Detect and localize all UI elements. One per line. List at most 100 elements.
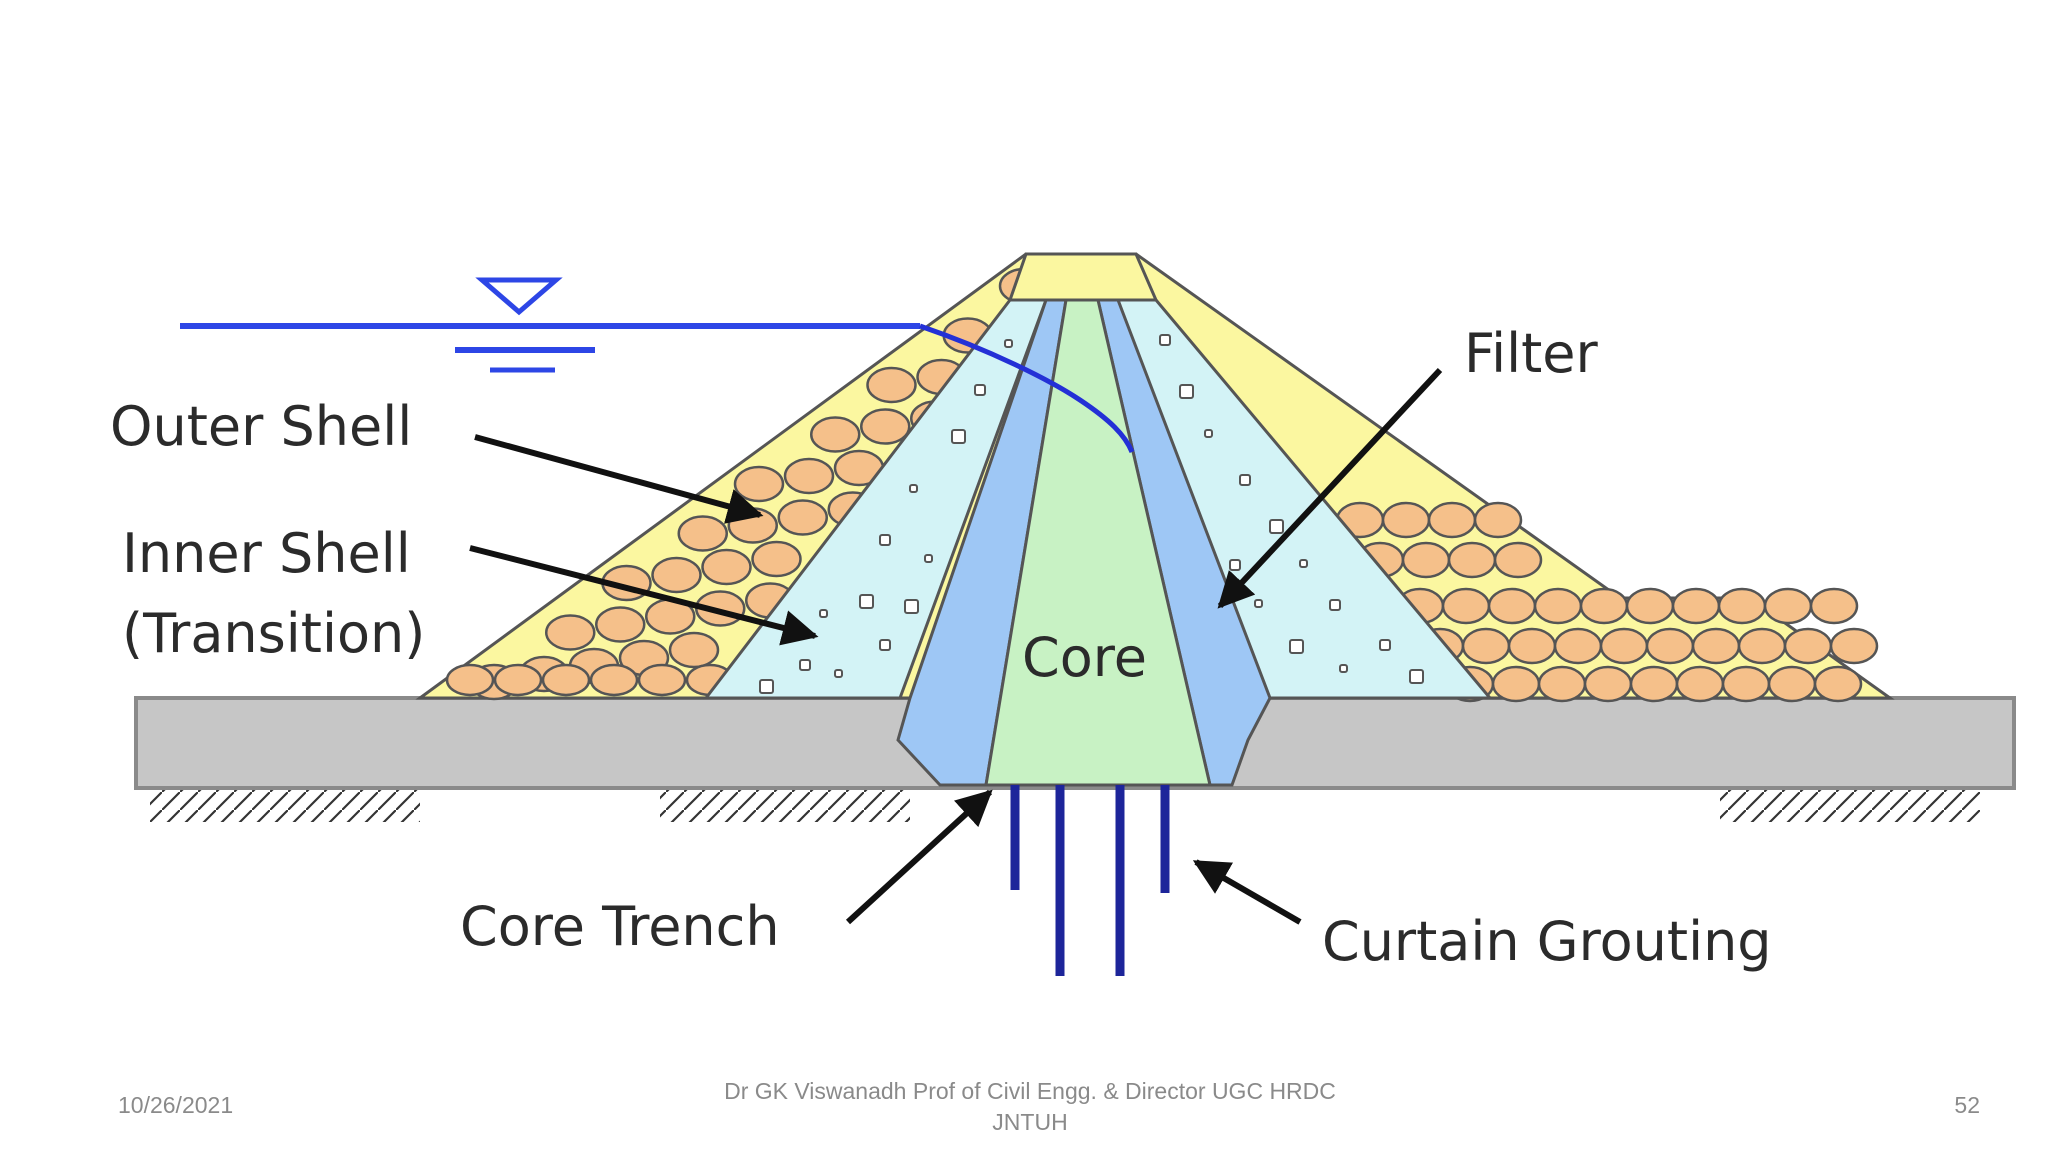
- riprap-rock: [1507, 627, 1557, 665]
- downstream-riprap: [1335, 501, 1879, 703]
- riprap-rock: [1493, 541, 1543, 579]
- water-level-symbol: [475, 277, 563, 316]
- riprap-rock: [1809, 587, 1859, 625]
- riprap-rock: [1487, 587, 1537, 625]
- gravel-pebble: [1204, 429, 1213, 438]
- riprap-rock: [651, 556, 702, 594]
- gravel-pebble: [974, 384, 986, 396]
- arrow-filter: [1217, 367, 1443, 609]
- riprap-rock: [1625, 587, 1675, 625]
- riprap-rock: [860, 408, 911, 445]
- riprap-rock: [1401, 541, 1451, 579]
- gravel-pebble: [909, 484, 918, 493]
- gravel-pebble: [1269, 519, 1284, 534]
- gravel-pebble: [1289, 639, 1304, 654]
- riprap-rock: [1537, 665, 1587, 703]
- gravel-pebble: [1004, 339, 1013, 348]
- footer-author-line-2: JNTUH: [992, 1109, 1068, 1135]
- riprap-rock: [1675, 665, 1725, 703]
- label-outer-shell: Outer Shell: [110, 395, 412, 458]
- riprap-rock: [1427, 501, 1477, 539]
- gravel-pebble: [924, 554, 933, 563]
- gravel-pebble: [1229, 559, 1241, 571]
- riprap-rock: [1553, 627, 1603, 665]
- ground-hatching-left: [150, 790, 420, 822]
- arrow-outer-shell: [474, 434, 764, 524]
- riprap-rock: [1447, 541, 1497, 579]
- gravel-pebble: [1239, 474, 1251, 486]
- riprap-rock: [1767, 665, 1817, 703]
- gravel-pebble: [819, 609, 828, 618]
- label-core: Core: [1022, 626, 1147, 689]
- gravel-pebble: [951, 429, 966, 444]
- riprap-rock: [1473, 501, 1523, 539]
- riprap-rock: [1813, 665, 1863, 703]
- riprap-rock: [668, 631, 720, 669]
- gravel-pebble: [759, 679, 774, 694]
- gravel-pebble: [834, 669, 843, 678]
- gravel-pebble: [859, 594, 874, 609]
- ground-hatching-right: [1720, 790, 1980, 822]
- gravel-pebble: [1329, 599, 1341, 611]
- riprap-rock: [866, 366, 917, 404]
- transition-gravel: [759, 334, 1424, 694]
- gravel-pebble: [879, 639, 891, 651]
- gravel-pebble: [879, 534, 891, 546]
- gravel-pebble: [1339, 664, 1348, 673]
- footer-date: 10/26/2021: [118, 1092, 234, 1118]
- riprap-rock: [1629, 665, 1679, 703]
- arrow-curtain-grouting: [1192, 859, 1302, 925]
- riprap-rock: [1491, 665, 1541, 703]
- footer-author: Dr GK Viswanadh Prof of Civil Engg. & Di…: [700, 1076, 1360, 1138]
- riprap-rock: [733, 465, 785, 503]
- riprap-rock: [493, 663, 543, 697]
- label-curtain-grouting: Curtain Grouting: [1322, 910, 1772, 973]
- riprap-rock: [1829, 627, 1879, 665]
- riprap-rock: [595, 606, 646, 643]
- gravel-pebble: [799, 659, 811, 671]
- riprap-rock: [1533, 587, 1583, 625]
- ground-hatching-middle: [660, 790, 910, 822]
- riprap-rock: [1441, 587, 1491, 625]
- riprap-rock: [1461, 627, 1511, 665]
- riprap-rock: [1579, 587, 1629, 625]
- phreatic-line: [919, 323, 1135, 454]
- riprap-rock: [445, 663, 495, 697]
- riprap-rock: [545, 614, 596, 651]
- riprap-rock: [1783, 627, 1833, 665]
- gravel-pebble: [1299, 559, 1308, 568]
- riprap-rock: [1645, 627, 1695, 665]
- riprap-rock: [1737, 627, 1787, 665]
- gravel-pebble: [1409, 669, 1424, 684]
- crest: [1007, 252, 1159, 302]
- riprap-rock: [783, 457, 835, 495]
- gravel-pebble: [1159, 334, 1171, 346]
- riprap-rock: [589, 663, 639, 697]
- label-inner-shell: Inner Shell: [122, 522, 411, 585]
- riprap-rock: [637, 663, 687, 697]
- riprap-rock: [1671, 587, 1721, 625]
- riprap-rock: [1381, 501, 1431, 539]
- footer-author-line-1: Dr GK Viswanadh Prof of Civil Engg. & Di…: [724, 1078, 1336, 1104]
- riprap-rock: [810, 416, 861, 453]
- riprap-rock: [1717, 587, 1767, 625]
- riprap-rock: [541, 663, 591, 697]
- riprap-rock: [1763, 587, 1813, 625]
- riprap-rock: [701, 548, 752, 586]
- arrow-inner-shell: [469, 545, 819, 646]
- riprap-rock: [1599, 627, 1649, 665]
- riprap-rock: [777, 499, 828, 536]
- gravel-pebble: [904, 599, 919, 614]
- label-filter: Filter: [1464, 322, 1599, 385]
- riprap-rock: [1721, 665, 1771, 703]
- gravel-pebble: [1179, 384, 1194, 399]
- riprap-rock: [677, 515, 728, 552]
- label-core-trench: Core Trench: [460, 895, 780, 958]
- riprap-rock: [1583, 665, 1633, 703]
- arrow-core-trench: [845, 789, 993, 925]
- footer-page-number: 52: [1954, 1092, 1980, 1118]
- gravel-pebble: [1254, 599, 1263, 608]
- label-transition: (Transition): [122, 602, 425, 665]
